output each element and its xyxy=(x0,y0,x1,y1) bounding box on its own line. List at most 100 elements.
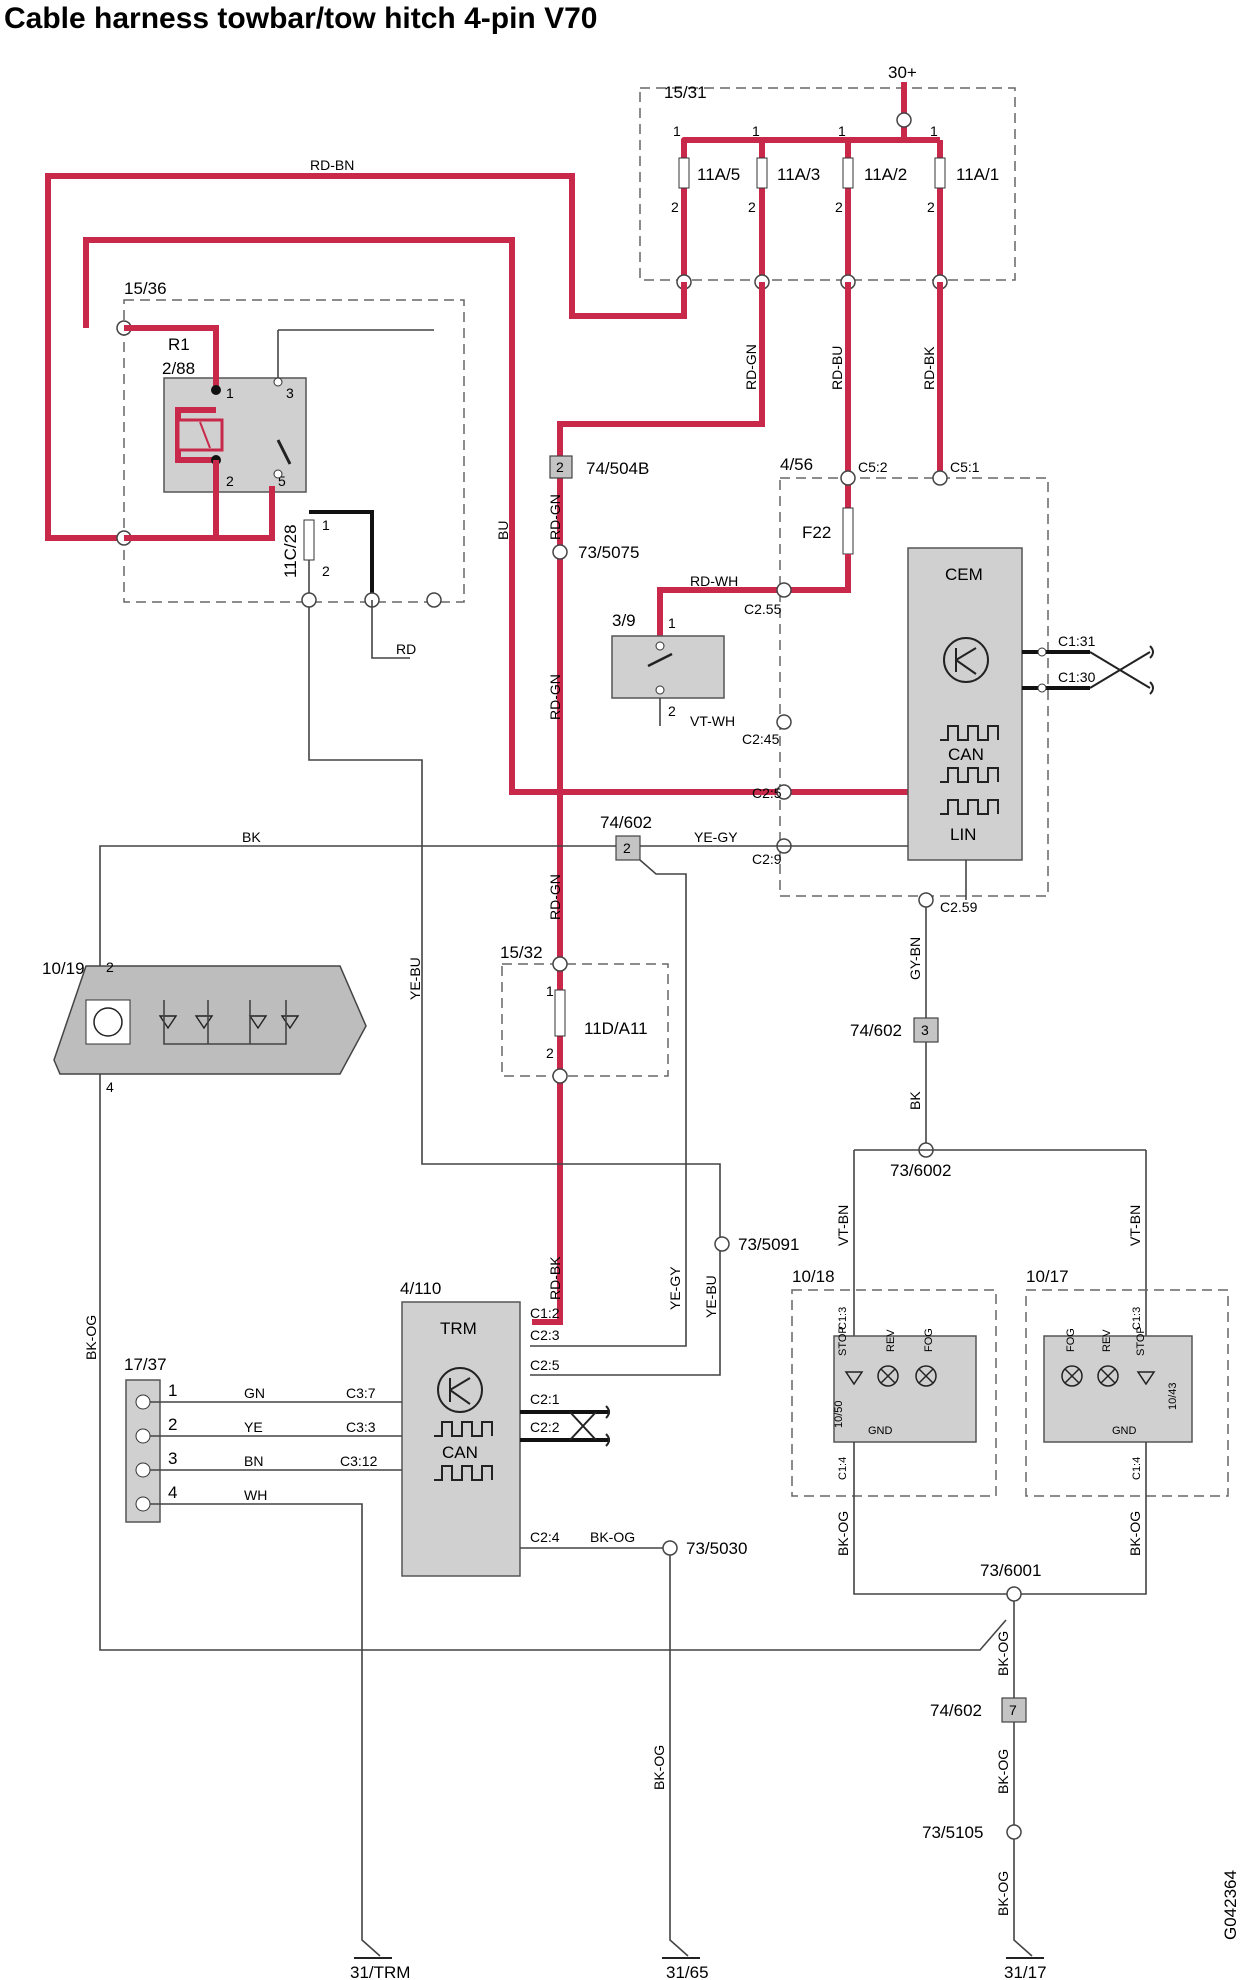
fuse-box-15-31 xyxy=(639,87,1016,281)
connector-label: C2:5 xyxy=(530,1357,560,1373)
wire-label: RD-BK xyxy=(921,346,937,390)
connector-label: C3:3 xyxy=(346,1419,376,1435)
splice-label: 74/504B xyxy=(586,459,649,478)
connector-label: C2.59 xyxy=(940,899,978,915)
connector-label: C2:1 xyxy=(530,1391,560,1407)
pin-label: 1 xyxy=(752,123,760,139)
wire-label: RD-GN xyxy=(547,494,563,540)
wire-label: YE xyxy=(244,1419,263,1435)
pin-label: C1:4 xyxy=(1131,1457,1143,1480)
trm-can-label: CAN xyxy=(442,1443,478,1462)
fuse-row: 11A/5 11A/3 11A/2 11A/1 1 1 1 1 2 2 2 2 xyxy=(671,123,999,290)
wire-label: BK-OG xyxy=(995,1631,1011,1676)
wire-label: RD-BU xyxy=(829,346,845,390)
node xyxy=(776,784,792,800)
lamp-rev-label: REV xyxy=(885,1329,897,1352)
lamp-gnd-label: GND xyxy=(868,1425,893,1437)
connector-label: C5:1 xyxy=(950,459,980,475)
splice-label: 73/5091 xyxy=(738,1235,799,1254)
pin-label: 7 xyxy=(1009,1702,1017,1718)
pin-label: C1:4 xyxy=(837,1457,849,1480)
rear-left-label: 10/18 xyxy=(792,1267,835,1286)
wire-label: YE-GY xyxy=(694,829,738,845)
relay-coil xyxy=(176,418,224,452)
pin-label: 1 xyxy=(226,385,234,401)
pin-label: 2 xyxy=(168,1415,177,1434)
pin-label: 1 xyxy=(930,123,938,139)
pin-label: C1:3 xyxy=(837,1307,849,1330)
wire-label: WH xyxy=(244,1487,267,1503)
fuse-11a5 xyxy=(678,157,690,189)
cem-lin-label: LIN xyxy=(950,825,976,844)
relay-code: 2/88 xyxy=(162,359,195,378)
pin-label: 2 xyxy=(623,840,631,856)
rear-right-label: 10/17 xyxy=(1026,1267,1069,1286)
ground-31-65: 31/65 xyxy=(666,1963,709,1980)
lamp-stop-label: STOP xyxy=(1135,1326,1147,1356)
pin-label: 2 xyxy=(748,199,756,215)
wire-label: BK-OG xyxy=(1127,1511,1143,1556)
lamp-gnd-label: GND xyxy=(1112,1425,1137,1437)
connector-label: C1:30 xyxy=(1058,669,1096,685)
pin-label: 3 xyxy=(286,385,294,401)
splice-label: 74/602 xyxy=(850,1021,902,1040)
wire-label: RD xyxy=(396,641,416,657)
splice-label: 73/5075 xyxy=(578,543,639,562)
connector-label: C2.55 xyxy=(744,601,782,617)
wire-label: BN xyxy=(244,1453,263,1469)
pin-label: 1 xyxy=(322,517,330,533)
lamp-label: 10/19 xyxy=(42,959,85,978)
fuse-11a1 xyxy=(934,157,946,189)
fuse-11a5-label: 11A/5 xyxy=(697,165,740,184)
splice-label: 74/602 xyxy=(600,813,652,832)
node xyxy=(932,470,948,486)
connector-label: C1:2 xyxy=(530,1305,560,1321)
fuse-11a2-label: 11A/2 xyxy=(864,165,907,184)
node xyxy=(776,582,792,598)
pin-label: 1 xyxy=(668,615,676,631)
ground-31-trm: 31/TRM xyxy=(350,1963,410,1980)
pin-label: 2 xyxy=(671,199,679,215)
pin-label: 2 xyxy=(668,703,676,719)
node xyxy=(552,1068,568,1084)
connector-74-504b xyxy=(549,455,573,479)
fuse-11c28-label: 11C/28 xyxy=(281,524,300,578)
splice-label: 73/6001 xyxy=(980,1561,1041,1580)
fuse-11a2 xyxy=(842,157,854,189)
fuse-11a3-label: 11A/3 xyxy=(777,165,820,184)
node xyxy=(552,956,568,972)
connector-label: C5:2 xyxy=(858,459,888,475)
junction xyxy=(845,137,851,143)
splice-73-5105 xyxy=(1006,1824,1022,1840)
wire-label: RD-BK xyxy=(547,1256,563,1300)
splice-73-5030 xyxy=(662,1540,678,1556)
pin-label: 5 xyxy=(278,473,286,489)
node xyxy=(776,714,792,730)
connector-label: C3:12 xyxy=(340,1453,378,1469)
connector-label: C2:5 xyxy=(752,785,782,801)
rear-lamp-10-17 xyxy=(1043,1335,1193,1443)
wire-label: RD-GN xyxy=(547,874,563,920)
rear-lamp-box-10-18 xyxy=(791,1289,997,1497)
fuse2-label: 11D/A11 xyxy=(584,1019,648,1038)
socket-label: 17/37 xyxy=(124,1355,167,1374)
connector-label: C2:4 xyxy=(530,1529,560,1545)
pin-label: 1 xyxy=(838,123,846,139)
lamp-fog-label: FOG xyxy=(923,1328,935,1352)
fuse-f22-label: F22 xyxy=(802,523,831,542)
trm-label: TRM xyxy=(440,1319,477,1338)
wire-label: BK xyxy=(242,829,261,845)
wire-label: GN xyxy=(244,1385,265,1401)
relay-label: R1 xyxy=(168,335,190,354)
splice-label: 73/5030 xyxy=(686,1539,747,1558)
wire-label: BK-OG xyxy=(651,1745,667,1790)
splice-73-5091 xyxy=(714,1236,730,1252)
supply-node xyxy=(896,112,912,128)
wire-label: BK xyxy=(907,1091,923,1110)
pin-label: 3 xyxy=(168,1449,177,1468)
fuse-f22 xyxy=(842,507,854,555)
wire-label: BU xyxy=(495,521,511,540)
node xyxy=(301,592,317,608)
splice-73-6001 xyxy=(1006,1586,1022,1602)
pin-label: 2 xyxy=(322,563,330,579)
